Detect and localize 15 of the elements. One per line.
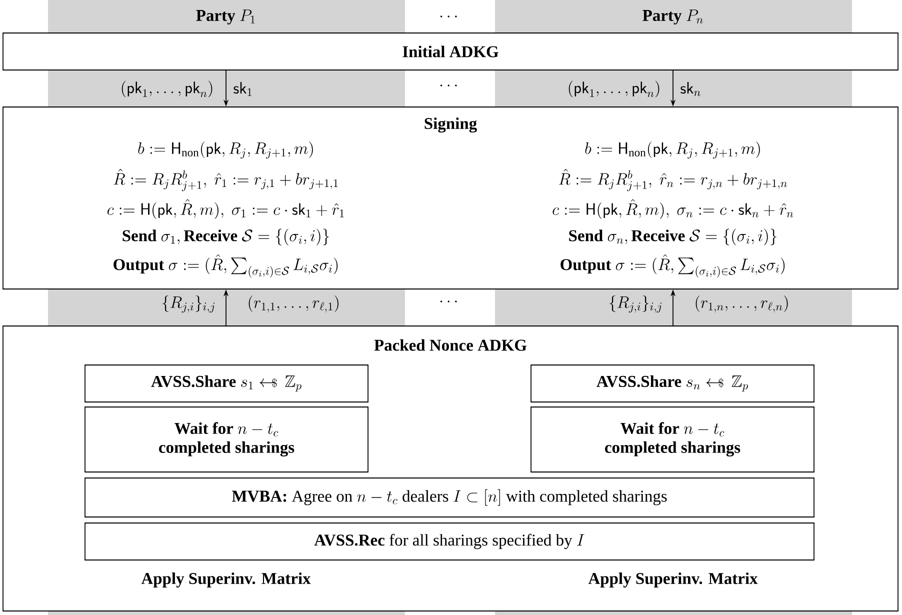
step-box: $\textbf{AVSS.Share }s_n \mathrel{\leftarrow\!\!\!{\scriptstyle\$}}\,\mathbb{Z}_p$ bbox=[530, 364, 814, 402]
ellipsis: $\cdots$ bbox=[440, 300, 457, 302]
step-box: $\textbf{AVSS.Rec}\textrm{ for all sharings specified by }I$ bbox=[84, 522, 814, 560]
arrow-label: $(\mathsf{pk}_1, \ldots, \mathsf{pk}_n)$ bbox=[568, 80, 660, 98]
step-box: $\begin{array}{c}\textbf{Wait for }n-t_c\\ \textbf{completed sharings}\end{array}$ bbox=[84, 406, 368, 472]
arrow-label: $(\mathsf{pk}_1, \ldots, \mathsf{pk}_n)$ bbox=[122, 80, 212, 98]
step-box: $\begin{array}{c}\textbf{Wait for }n-t_c\\ \textbf{completed sharings}\end{array}$ bbox=[530, 406, 814, 472]
process-box: Initial ADKG bbox=[2, 32, 898, 70]
process-box: Signing $b := \mathsf{H}_{\mathrm{non}}(\mathsf{pk}, R_j, R_{j+1}, m)$ $\hat{R} := R_j R_{j+1}^b,\ \hat{r}_1 := r_{j,1} + b r_{j+1,1}$ $c := \mathsf{H}(\mathsf{pk}, \hat{R}, m),\ \sigma_1 := c\cdot\mathsf{sk}_1 + \hat{r}_1$ $\textbf{Send }\sigma_1, \textbf{Receive }\mathcal{S} = \{(\sigma_i, i)\}$ $\textbf{Output }\sigma := (\hat{R}, \sum_{(\sigma_i,i)\in\mathcal{S}} L_{i,\mathcal{S}}\sigma_i)$ $b := \mathsf{H}_{\mathrm{non}}(\mathsf{pk}, R_j, R_{j+1}, m)$ $\hat{R} := R_j R_{j+1}^b,\ \hat{r}_n := r_{j,n} + b r_{j+1,n}$ $c := \mathsf{H}(\mathsf{pk}, \hat{R}, m),\ \sigma_n := c\cdot\mathsf{sk}_n + \hat{r}_n$ $\textbf{Send }\sigma_n, \textbf{Receive }\mathcal{S} = \{(\sigma_i, i)\}$ $\textbf{Output }\sigma := (\hat{R}, \sum_{(\sigma_i,i)\in\mathcal{S}} L_{i,\mathcal{S}}\sigma_i)$ bbox=[2, 106, 898, 290]
arrow-label: $\mathsf{sk}_1$ bbox=[234, 82, 252, 96]
step-box: $\textbf{AVSS.Share }s_1 \mathrel{\leftarrow\!\!\!{\scriptstyle\$}}\,\mathbb{Z}_p$ bbox=[84, 364, 368, 402]
ellipsis: $\cdots$ bbox=[440, 84, 457, 86]
step-box: $\textbf{MVBA:}\ \textrm{Agree on }n-t_c\textrm{ dealers }I\subset[n]\textrm{ with completed sharings}$ bbox=[84, 478, 814, 518]
ellipsis: $\cdots$ bbox=[440, 16, 457, 18]
arrow-label: $\mathsf{sk}_n$ bbox=[680, 82, 700, 96]
